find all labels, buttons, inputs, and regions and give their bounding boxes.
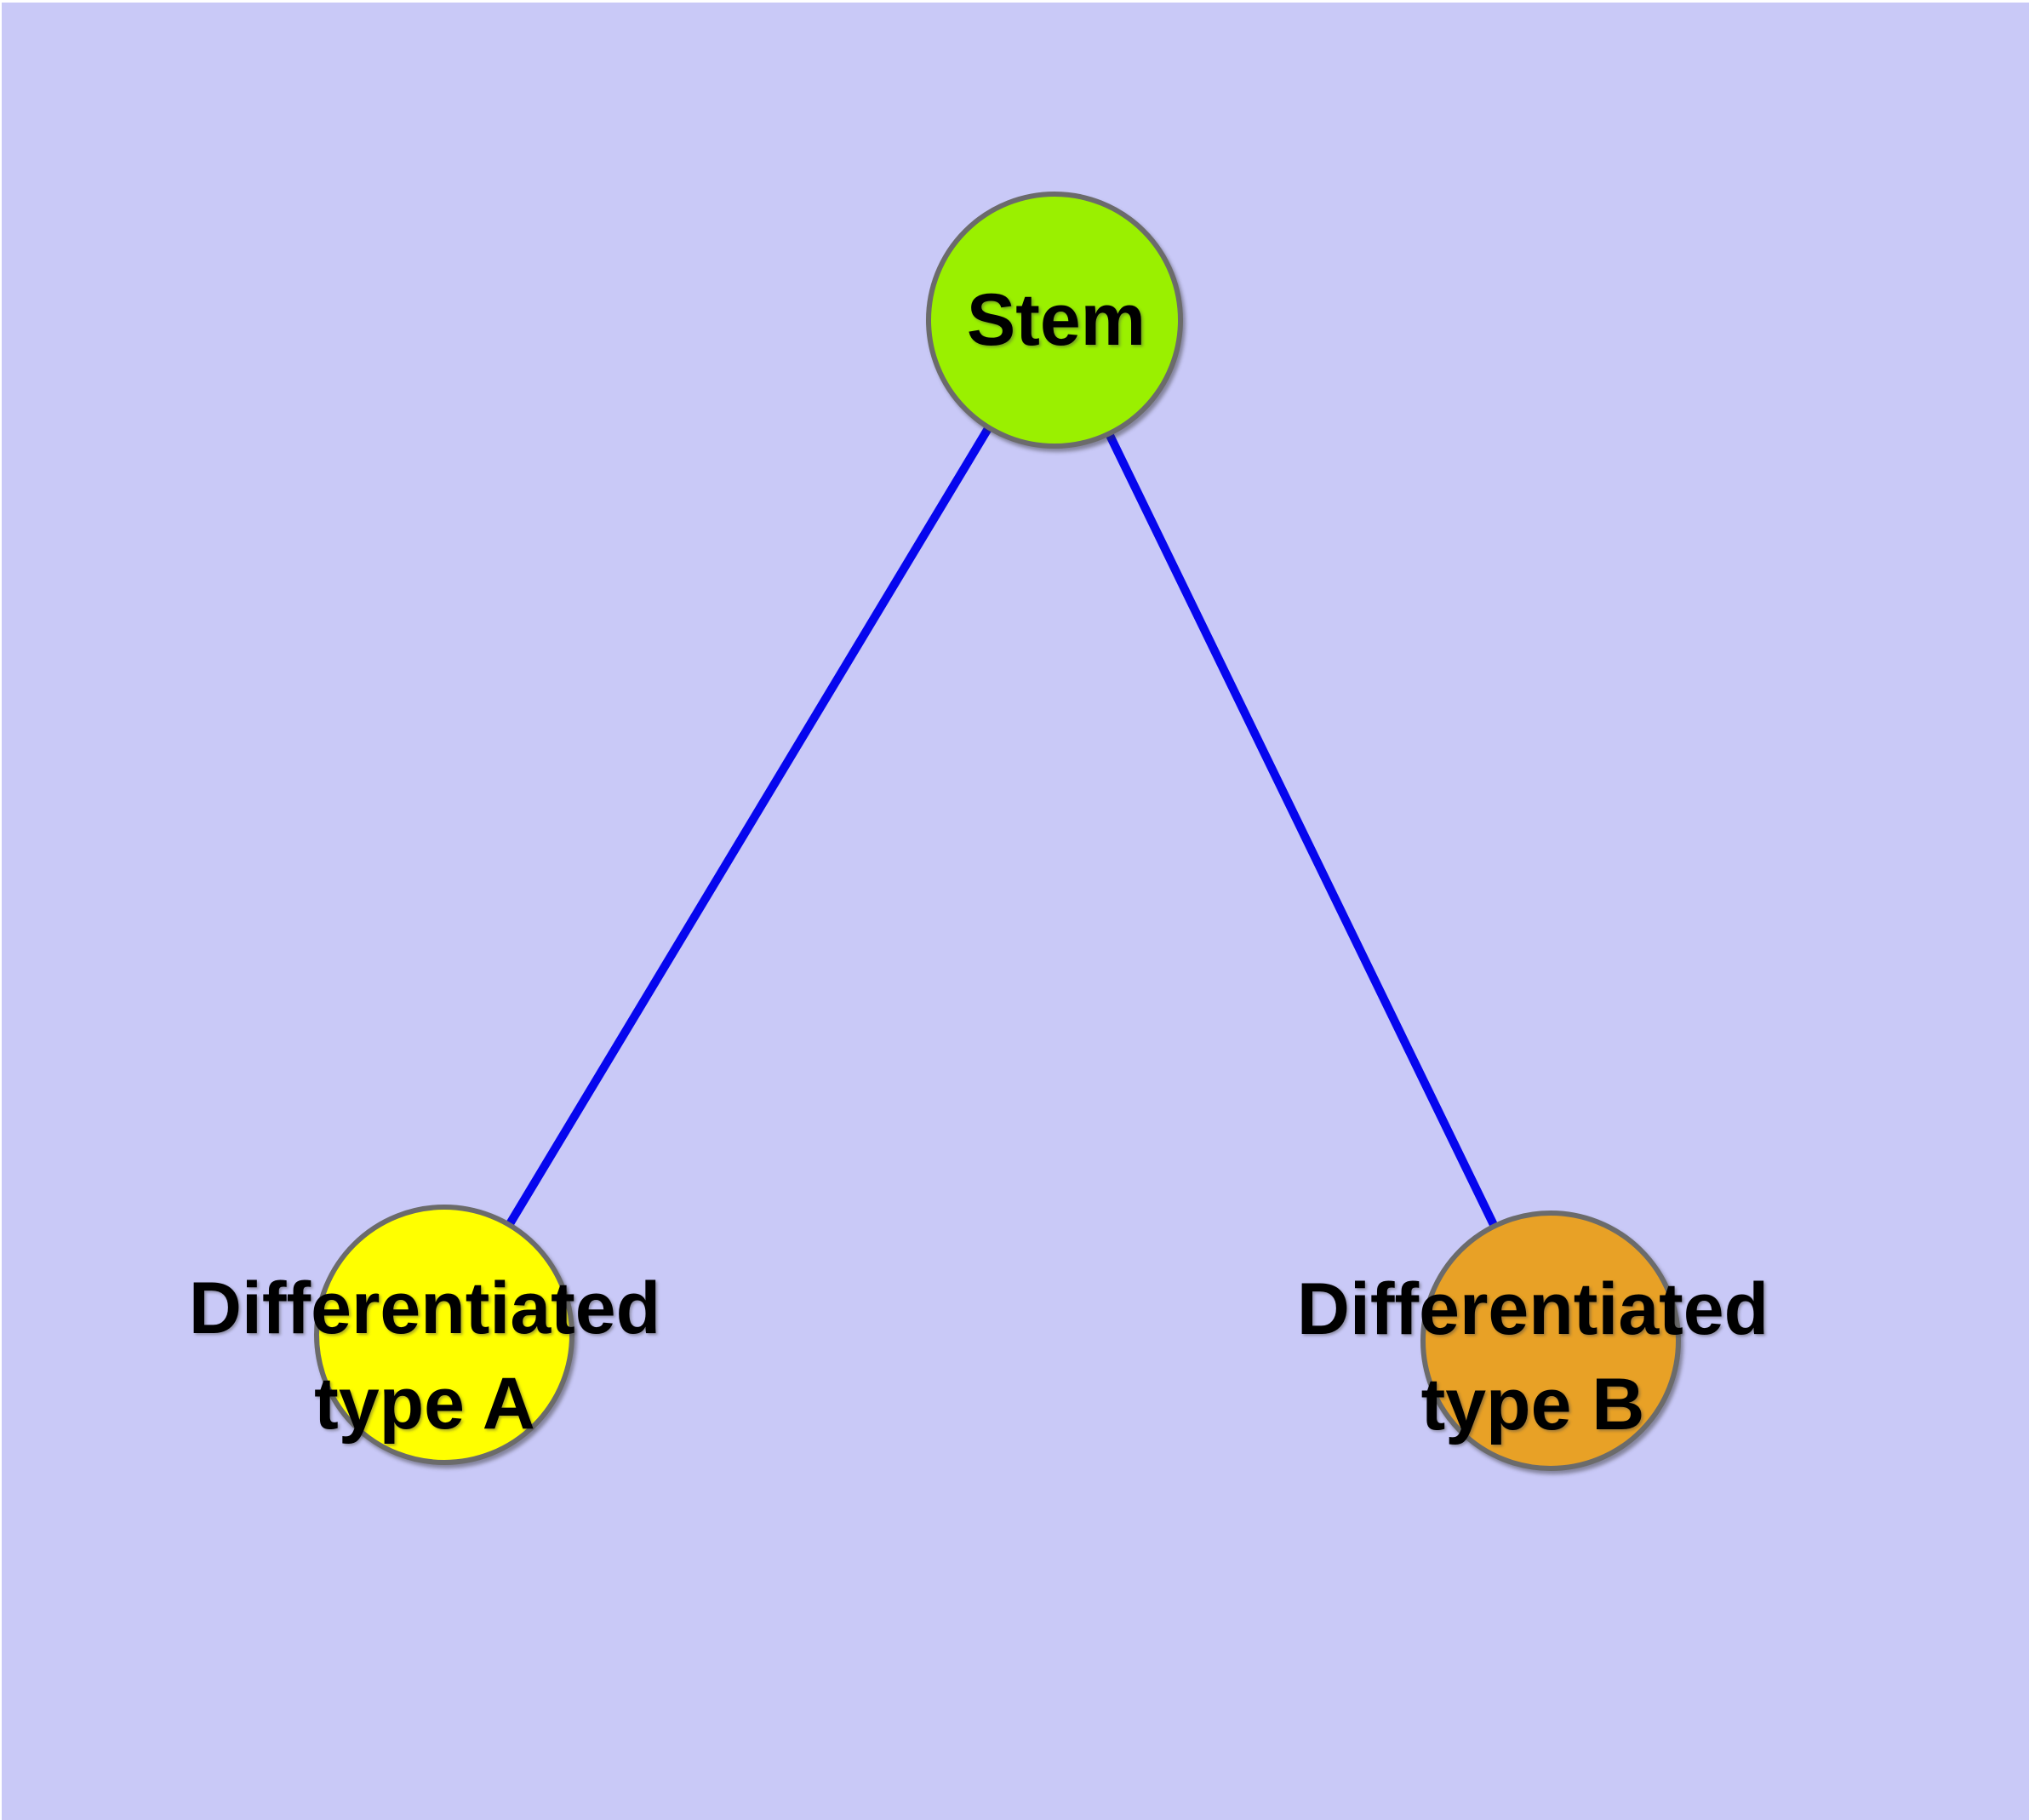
edge-stem-to-type-b — [1049, 318, 1553, 1341]
edge-layer — [440, 317, 1553, 1341]
node-differentiated-type-b[interactable] — [1420, 1210, 1681, 1471]
node-stem[interactable] — [926, 192, 1183, 449]
node-differentiated-type-a[interactable] — [314, 1205, 574, 1465]
edge-stem-to-type-a — [440, 317, 1058, 1336]
